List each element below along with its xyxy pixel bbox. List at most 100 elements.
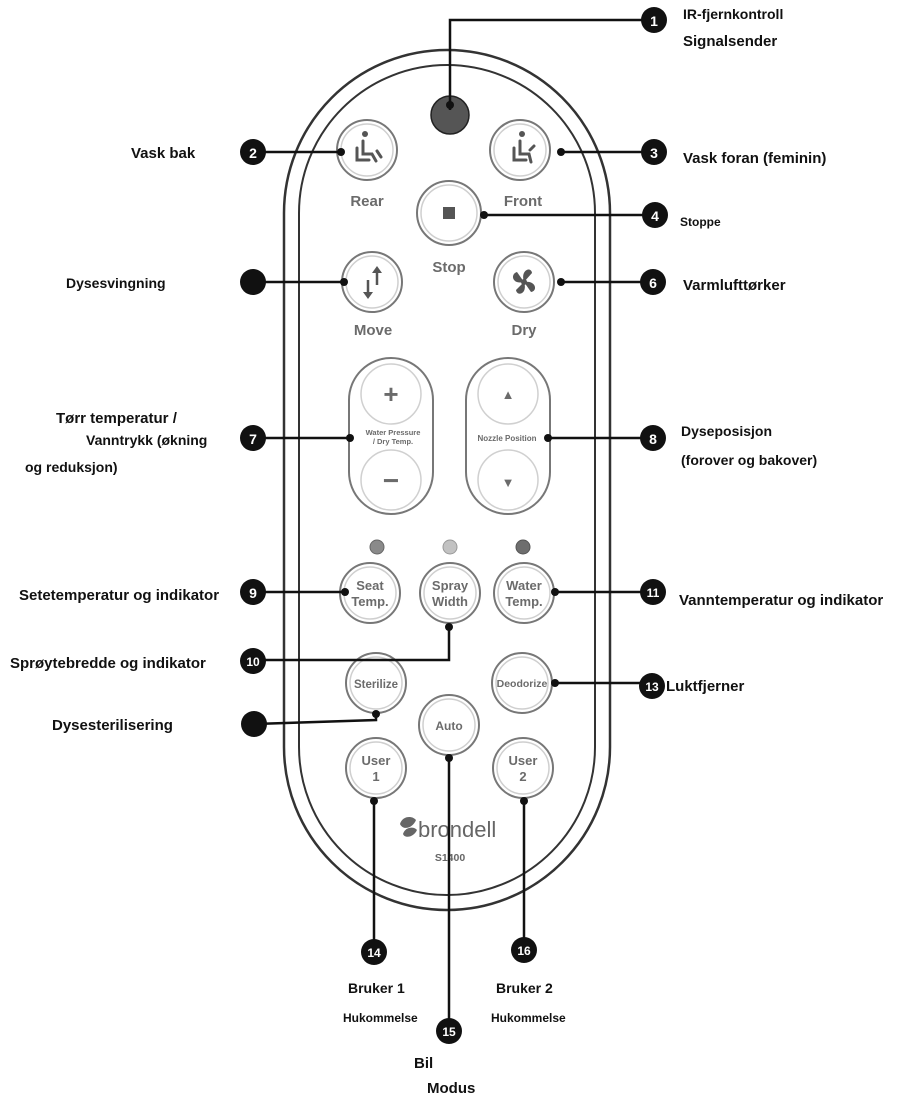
label-user1-line2: Hukommelse [343, 1011, 418, 1025]
svg-text:4: 4 [651, 208, 659, 224]
marker-7: 7 [240, 425, 266, 451]
label-oscillation: Dysesvingning [66, 275, 166, 291]
svg-text:2: 2 [249, 145, 257, 161]
marker-15: 15 [436, 1018, 462, 1044]
svg-text:6: 6 [649, 275, 657, 291]
marker-2: 2 [240, 139, 266, 165]
label-temp-line1: Tørr temperatur / [56, 410, 177, 427]
label-temp-line2: Vanntrykk (økning [86, 432, 208, 448]
spray-indicator-light [442, 539, 458, 555]
down-triangle-icon: ▼ [502, 475, 515, 490]
water-pressure-label-1: Water Pressure [366, 428, 421, 437]
water-label-2: Temp. [505, 594, 542, 609]
marker-1: 1 [641, 7, 667, 33]
leader-1 [448, 18, 650, 110]
minus-button[interactable] [360, 449, 422, 511]
seated-person-rear-icon [355, 131, 383, 163]
stop-square-icon [443, 207, 455, 219]
water-pressure-label-2: / Dry Temp. [373, 437, 413, 446]
label-spray-width: Sprøytebredde og indikator [10, 655, 206, 672]
spray-label-1: Spray [432, 578, 469, 593]
svg-text:11: 11 [647, 586, 660, 600]
dry-label: Dry [511, 322, 537, 339]
deodorize-label: Deodorize [497, 678, 548, 690]
move-arrows-icon [363, 266, 382, 299]
label-nozzle-line2: (forover og bakover) [681, 452, 818, 468]
svg-text:7: 7 [249, 431, 257, 447]
move-label: Move [354, 322, 392, 339]
svg-text:13: 13 [645, 680, 659, 694]
seat-indicator-light [369, 539, 385, 555]
label-rear-wash: Vask bak [131, 145, 196, 162]
rear-label: Rear [350, 193, 384, 210]
label-ir-line2: Signalsender [683, 33, 778, 50]
down-button[interactable] [477, 449, 539, 511]
label-dryer: Varmlufttørker [683, 277, 786, 294]
seated-person-front-icon [512, 131, 536, 164]
water-indicator-light [515, 539, 531, 555]
minus-icon: − [383, 465, 399, 496]
label-water-temp: Vanntemperatur og indikator [679, 592, 884, 609]
marker-8: 8 [640, 425, 666, 451]
plus-icon: + [383, 379, 398, 409]
user2-label-2: 2 [519, 769, 526, 784]
fan-icon [512, 269, 536, 294]
label-nozzle-line1: Dyseposisjon [681, 423, 773, 439]
label-seat-temp: Setetemperatur og indikator [19, 587, 220, 604]
leader-10 [255, 627, 451, 662]
svg-text:3: 3 [650, 145, 658, 161]
marker-13: 13 [639, 673, 665, 699]
spray-label-2: Width [432, 594, 468, 609]
seat-label-1: Seat [356, 578, 384, 593]
user1-label-2: 1 [372, 769, 379, 784]
leader-dots [337, 101, 565, 805]
brand-leaf-icon [400, 816, 417, 837]
front-label: Front [504, 193, 542, 210]
marker-12 [241, 711, 267, 737]
seat-temp-button[interactable] [339, 562, 401, 624]
water-temp-button[interactable] [493, 562, 555, 624]
marker-6: 6 [640, 269, 666, 295]
auto-button[interactable] [418, 694, 480, 756]
rear-button[interactable] [336, 119, 398, 181]
label-ir-line1: IR-fjernkontroll [683, 6, 784, 22]
label-temp-line3: og reduksjon) [25, 459, 118, 475]
marker-10: 10 [240, 648, 266, 674]
svg-text:14: 14 [367, 946, 381, 960]
label-user2-line2: Hukommelse [491, 1011, 566, 1025]
brand-name: brondell [418, 817, 496, 842]
label-auto-line2: Modus [427, 1080, 476, 1097]
label-user1-line1: Bruker 1 [348, 980, 405, 996]
marker-14: 14 [361, 939, 387, 965]
marker-9: 9 [240, 579, 266, 605]
marker-16: 16 [511, 937, 537, 963]
label-front-wash: Vask foran (feminin) [683, 150, 827, 167]
user2-button[interactable] [492, 737, 554, 799]
marker-5 [240, 269, 266, 295]
stop-label: Stop [432, 259, 465, 276]
up-button[interactable] [477, 363, 539, 425]
marker-11: 11 [640, 579, 666, 605]
move-button[interactable] [341, 251, 403, 313]
auto-label: Auto [435, 719, 462, 733]
label-stop: Stoppe [680, 215, 721, 229]
label-deodorizer: Luktfjerner [666, 678, 745, 695]
svg-text:15: 15 [442, 1025, 456, 1039]
plus-button[interactable] [360, 363, 422, 425]
up-triangle-icon: ▲ [502, 387, 515, 402]
svg-text:16: 16 [517, 944, 531, 958]
spray-width-button[interactable] [419, 562, 481, 624]
sterilize-label: Sterilize [354, 679, 398, 691]
user2-label-1: User [509, 753, 538, 768]
marker-3: 3 [641, 139, 667, 165]
user1-button[interactable] [345, 737, 407, 799]
svg-text:1: 1 [650, 13, 658, 29]
seat-label-2: Temp. [351, 594, 388, 609]
leader-lines [254, 18, 655, 1030]
svg-text:10: 10 [246, 655, 260, 669]
label-user2-line1: Bruker 2 [496, 980, 553, 996]
label-auto-line1: Bil [414, 1055, 434, 1072]
marker-4: 4 [642, 202, 668, 228]
